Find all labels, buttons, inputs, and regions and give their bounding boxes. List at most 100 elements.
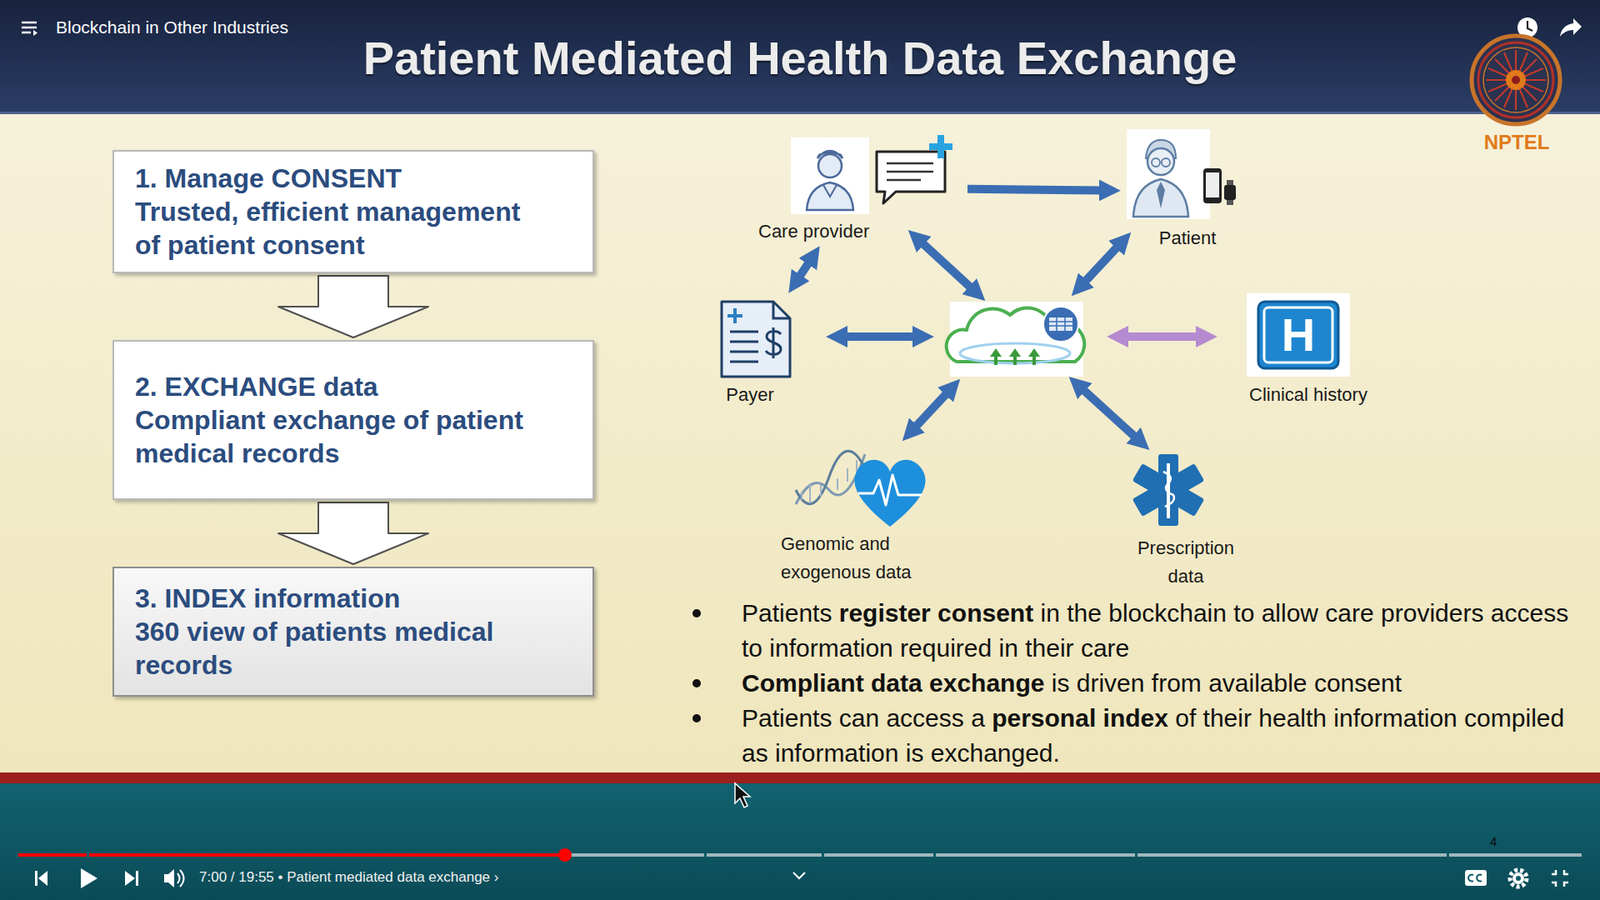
blockchain-cloud [990,348,1002,357]
bullet-text: Compliant data exchange is driven from a… [741,665,1584,701]
payer-document-icon [765,327,781,359]
actor-icon-node: Payer [708,296,792,406]
nptel-logo [1504,52,1528,108]
payer-document-icon [730,331,759,362]
step-box: 3. INDEX information360 view of patients… [112,566,595,697]
plain-run: Patients [741,599,840,627]
bold-run: Compliant data exchange [741,669,1045,697]
share-icon [1560,18,1582,37]
step-heading: 1. Manage CONSENT [135,161,553,195]
player-time: 7:00 / 19:55 • Patient mediated data exc… [199,869,499,886]
bold-run: personal index [991,704,1169,732]
blockchain-cloud [1032,356,1036,365]
player-ground [0,783,1600,900]
phone-watch-icon [1203,168,1236,205]
playlist-icon [33,30,38,36]
logo-text: NPTEL [1475,130,1559,155]
player-controls [1512,872,1525,885]
dna-heart-icon [801,460,857,504]
bullet-dot [692,679,701,688]
data-icon-node: Prescription data [1119,450,1253,591]
dna-heart-icon [836,478,839,490]
blockchain-cloud [1049,320,1073,323]
star-of-life-icon [1132,454,1205,526]
step-body: 360 view of patients medical records [135,615,553,682]
player-controls [1551,870,1569,887]
block-arrow [278,275,429,338]
nptel-logo [1495,59,1537,101]
mouse-cursor [735,783,750,808]
payer-document-icon [721,301,790,377]
blockchain-cloud [1013,356,1017,365]
playlist-icon [21,26,37,30]
progress-bar [821,852,825,858]
nptel-logo [1495,59,1537,101]
nurse-icon [790,137,870,215]
nptel-logo [1505,70,1526,90]
player-controls [1468,875,1474,882]
cloud-link-arrows [843,241,1200,439]
bullet-dot [692,609,701,618]
blockchain-cloud [1064,317,1066,331]
plain-run: is driven from available consent [1044,669,1402,697]
player-controls [177,873,180,884]
player-controls [180,870,185,887]
nurse-icon [790,137,870,215]
patient-icon [1126,129,1210,220]
video-title: Blockchain in Other Industries [55,17,289,38]
bullet-dot [692,714,701,723]
patient-icon [1133,179,1189,217]
blockchain-cloud [1009,348,1021,357]
progress-bar [704,852,707,858]
dna-heart-icon [809,483,811,504]
blockchain-cloud [1043,306,1079,342]
blockchain-cloud [946,301,1085,377]
nptel-logo [1471,35,1560,125]
phone-watch-icon [1205,172,1220,198]
plain-run: Patients can access a [741,704,992,732]
playlist-icon [21,22,38,36]
icon-label: Payer [708,383,792,406]
step-body: Trusted, efficient management of patient… [135,195,553,262]
blockchain-cloud [1049,325,1073,327]
blockchain-cloud [1049,317,1073,331]
player-controls [164,869,175,888]
cloud-link-arrows [914,391,949,429]
progress-bar [18,853,1582,857]
nptel-logo [1471,35,1560,125]
chat-bubble-icon [886,179,921,182]
title-bar [0,0,1600,115]
flow-arrow [967,189,1104,191]
step-heading: 2. EXCHANGE data [135,370,553,404]
chat-bubble-icon [876,135,953,204]
step-heading: 3. INDEX information [135,581,553,615]
nptel-logo [1488,68,1544,92]
player-controls [1510,870,1527,887]
progress-bar [1446,852,1450,858]
dna-heart-icon [846,468,849,482]
cloud-link-arrows [1081,388,1137,439]
blockchain-cloud [1028,348,1040,357]
chat-bubble-icon [876,151,945,204]
blockchain-cloud [1055,317,1058,331]
chat-bubble-icon [886,163,934,180]
playlist-icon [21,31,31,35]
step-box: 2. EXCHANGE dataCompliant exchange of pa… [112,340,595,500]
cloud-link-arrows [1083,245,1120,284]
progress-bar [86,852,90,858]
icon-label: Genomic and exogenous data [780,530,942,587]
player-controls [1465,870,1487,886]
patient-icon [1151,158,1160,167]
nptel-logo [1483,47,1549,113]
blockchain-cloud [990,348,1040,365]
chat-bubble-icon [929,143,953,150]
payer-document-icon [721,301,790,377]
blockchain-cloud [994,356,998,365]
progress-bar [558,848,572,862]
hospital-icon [1246,293,1350,377]
block-arrow [278,502,429,565]
nptel-logo [1478,42,1554,118]
dna-heart-icon [854,460,925,527]
